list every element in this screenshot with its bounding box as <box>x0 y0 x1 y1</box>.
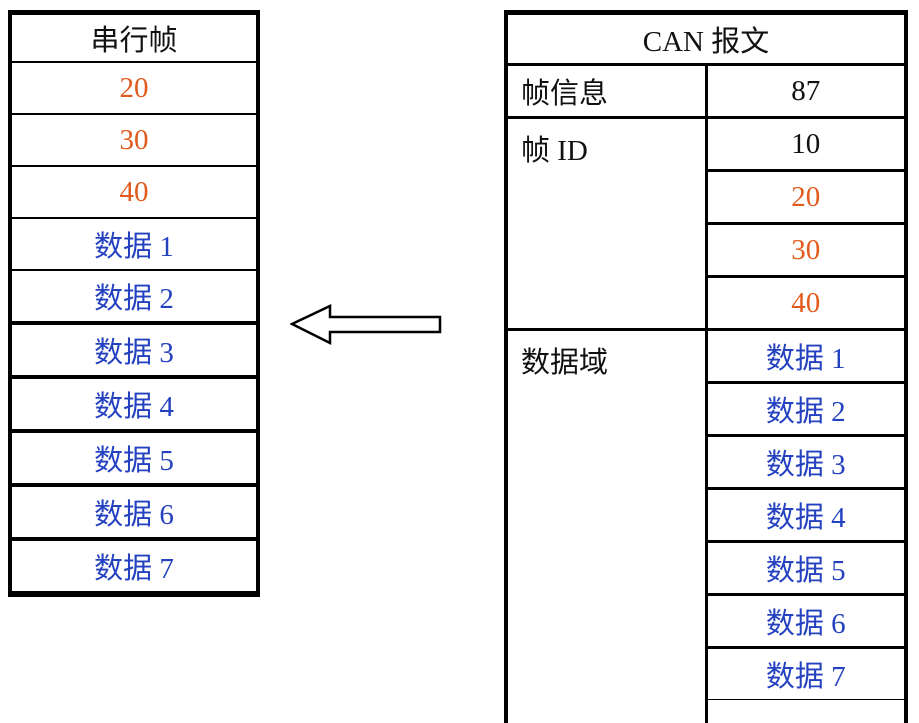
frame-id-label: 帧 ID <box>504 116 708 331</box>
data-field-value: 数据 3 <box>704 434 908 490</box>
table-row: 数据 2 <box>506 381 908 437</box>
table-row: 数据 1 <box>10 217 258 270</box>
serial-frame-cell: 数据 1 <box>10 217 258 270</box>
data-field-value: 数据 5 <box>704 540 908 596</box>
table-row: 20 <box>506 169 908 225</box>
table-row: 30 <box>10 113 258 166</box>
data-field-value: 数据 7 <box>704 646 908 700</box>
table-row: 数据 7 <box>10 537 258 594</box>
serial-frame-cell: 20 <box>10 61 258 114</box>
data-field-value: 数据 4 <box>704 487 908 543</box>
serial-frame-cell: 40 <box>10 165 258 218</box>
table-row: 数据域 数据 1 <box>504 328 908 723</box>
data-field-value: 数据 6 <box>704 593 908 649</box>
table-header-row: CAN 报文 <box>504 11 908 66</box>
table-row: 20 <box>10 61 258 114</box>
table-row: 数据 4 <box>10 375 258 431</box>
serial-frame-cell: 数据 3 <box>10 321 258 377</box>
frame-id-value: 10 <box>704 116 908 172</box>
can-message-table: CAN 报文 帧信息 87 帧 ID 10 20 30 40 数据域 数据 1 <box>504 10 908 723</box>
data-field-value: 数据 2 <box>704 381 908 437</box>
table-row: 40 <box>10 165 258 218</box>
frame-info-value: 87 <box>704 63 908 119</box>
serial-frame-cell: 30 <box>10 113 258 166</box>
table-row: 数据 6 <box>506 593 908 649</box>
serial-frame-cell: 数据 2 <box>10 269 258 323</box>
table-row: 数据 7 <box>506 646 908 700</box>
serial-frame-cell: 数据 7 <box>10 537 258 594</box>
frame-id-value: 20 <box>704 169 908 225</box>
table-row: 数据 3 <box>10 321 258 377</box>
serial-frame-cell: 数据 5 <box>10 429 258 485</box>
serial-frame-cell: 数据 4 <box>10 375 258 431</box>
table-row: 数据 5 <box>10 429 258 485</box>
table-row: 数据 2 <box>10 269 258 323</box>
frame-info-label: 帧信息 <box>504 63 708 119</box>
table-row: 数据 5 <box>506 540 908 596</box>
serial-frame-title: 串行帧 <box>90 25 178 57</box>
data-field-value: 数据 1 <box>704 328 908 384</box>
table-row: 数据 4 <box>506 487 908 543</box>
data-field-label: 数据域 <box>504 328 708 723</box>
arrow-left-icon <box>290 304 442 346</box>
table-row: 数据 6 <box>10 483 258 539</box>
table-row <box>506 699 908 723</box>
frame-id-value: 40 <box>704 275 908 331</box>
table-row: 30 <box>506 222 908 278</box>
can-message-title: CAN 报文 <box>504 11 908 66</box>
frame-id-value: 30 <box>704 222 908 278</box>
serial-frame-cell: 数据 6 <box>10 483 258 539</box>
serial-frame-table: 串行帧 20 30 40 数据 1 数据 2 数据 3 数据 4 <box>8 10 260 597</box>
table-row: 数据 3 <box>506 434 908 490</box>
table-row: 帧信息 87 <box>504 63 908 119</box>
table-row: 40 <box>506 275 908 331</box>
data-field-empty-cell <box>704 699 908 723</box>
table-header-row: 串行帧 <box>10 13 258 63</box>
table-row: 帧 ID 10 <box>504 116 908 331</box>
